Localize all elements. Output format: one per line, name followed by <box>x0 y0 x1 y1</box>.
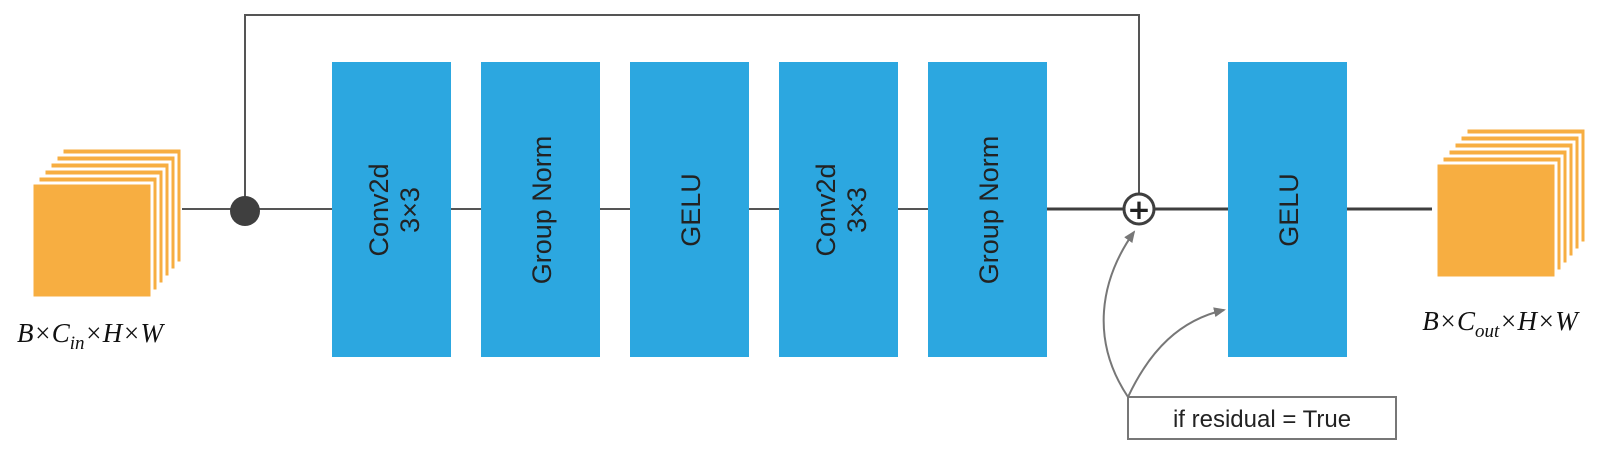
svg-text:Conv2d3×3: Conv2d3×3 <box>811 163 872 256</box>
svg-text:Conv2d3×3: Conv2d3×3 <box>364 163 425 256</box>
output-feature-map-stack <box>1434 126 1588 280</box>
input-feature-map-stack <box>30 146 184 300</box>
block-conv2d-2-kernel: 3×3 <box>842 187 872 233</box>
output-shape-label: B×Cout×H×W <box>1422 306 1580 342</box>
input-shape-label: B×Cin×H×W <box>17 318 166 354</box>
block-conv2d-2-label: Conv2d <box>811 163 841 256</box>
svg-text:Group Norm: Group Norm <box>974 136 1004 285</box>
add-symbol: + <box>1127 193 1150 226</box>
residual-add-node: + <box>1122 192 1156 226</box>
split-node <box>230 196 260 226</box>
block-gelu-1: GELU <box>630 62 749 357</box>
svg-text:GELU: GELU <box>1274 173 1304 247</box>
block-group-norm-1: Group Norm <box>481 62 600 357</box>
block-conv2d-1-kernel: 3×3 <box>395 187 425 233</box>
block-gelu-2: GELU <box>1228 62 1347 357</box>
block-conv2d-2: Conv2d3×3 <box>779 62 898 357</box>
condition-text: if residual = True <box>1173 406 1351 433</box>
condition-box <box>1127 396 1397 440</box>
skip-connection-wire <box>244 14 1140 209</box>
svg-text:Group Norm: Group Norm <box>527 136 557 285</box>
block-conv2d-1: Conv2d3×3 <box>332 62 451 357</box>
block-group-norm-2: Group Norm <box>928 62 1047 357</box>
svg-text:GELU: GELU <box>676 173 706 247</box>
condition-arrow-to-add <box>1102 230 1136 398</box>
block-conv2d-1-label: Conv2d <box>364 163 394 256</box>
condition-arrow-to-gelu <box>1127 307 1226 398</box>
